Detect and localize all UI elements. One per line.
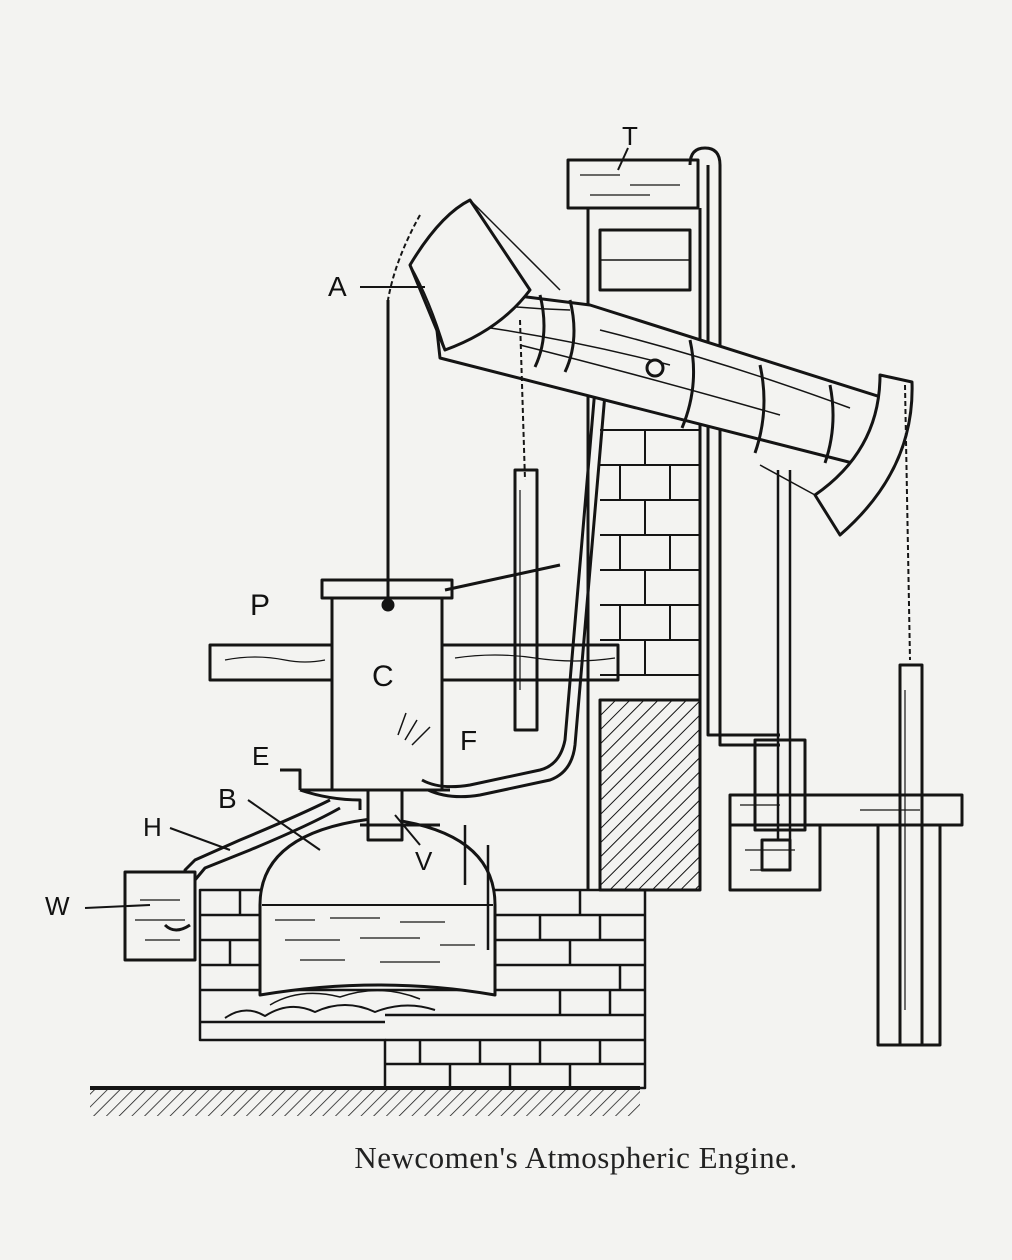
injection-pipes bbox=[280, 329, 612, 799]
label-b: B bbox=[218, 783, 237, 814]
leader-lines bbox=[84, 147, 629, 909]
pipe-h bbox=[183, 798, 341, 925]
chains bbox=[387, 214, 911, 661]
cistern-pipe bbox=[688, 146, 780, 747]
label-h: H bbox=[143, 812, 162, 842]
label-t: T bbox=[622, 121, 638, 151]
ground bbox=[90, 1086, 640, 1116]
pump-cistern bbox=[728, 470, 964, 1047]
label-p: P bbox=[250, 589, 270, 622]
figure-caption: Newcomen's Atmospheric Engine. bbox=[354, 1140, 798, 1175]
engine-house bbox=[566, 158, 702, 892]
label-w: W bbox=[45, 891, 70, 921]
great-beam bbox=[408, 198, 914, 537]
label-f: F bbox=[460, 725, 477, 756]
pump-rods bbox=[444, 468, 924, 1047]
cylinder bbox=[299, 300, 454, 810]
hot-well bbox=[123, 870, 197, 962]
label-e: E bbox=[252, 741, 269, 771]
label-v: V bbox=[415, 846, 433, 876]
label-a: A bbox=[328, 271, 347, 302]
label-c: C bbox=[372, 660, 394, 693]
floor-beam bbox=[208, 643, 620, 682]
boiler bbox=[258, 816, 497, 997]
